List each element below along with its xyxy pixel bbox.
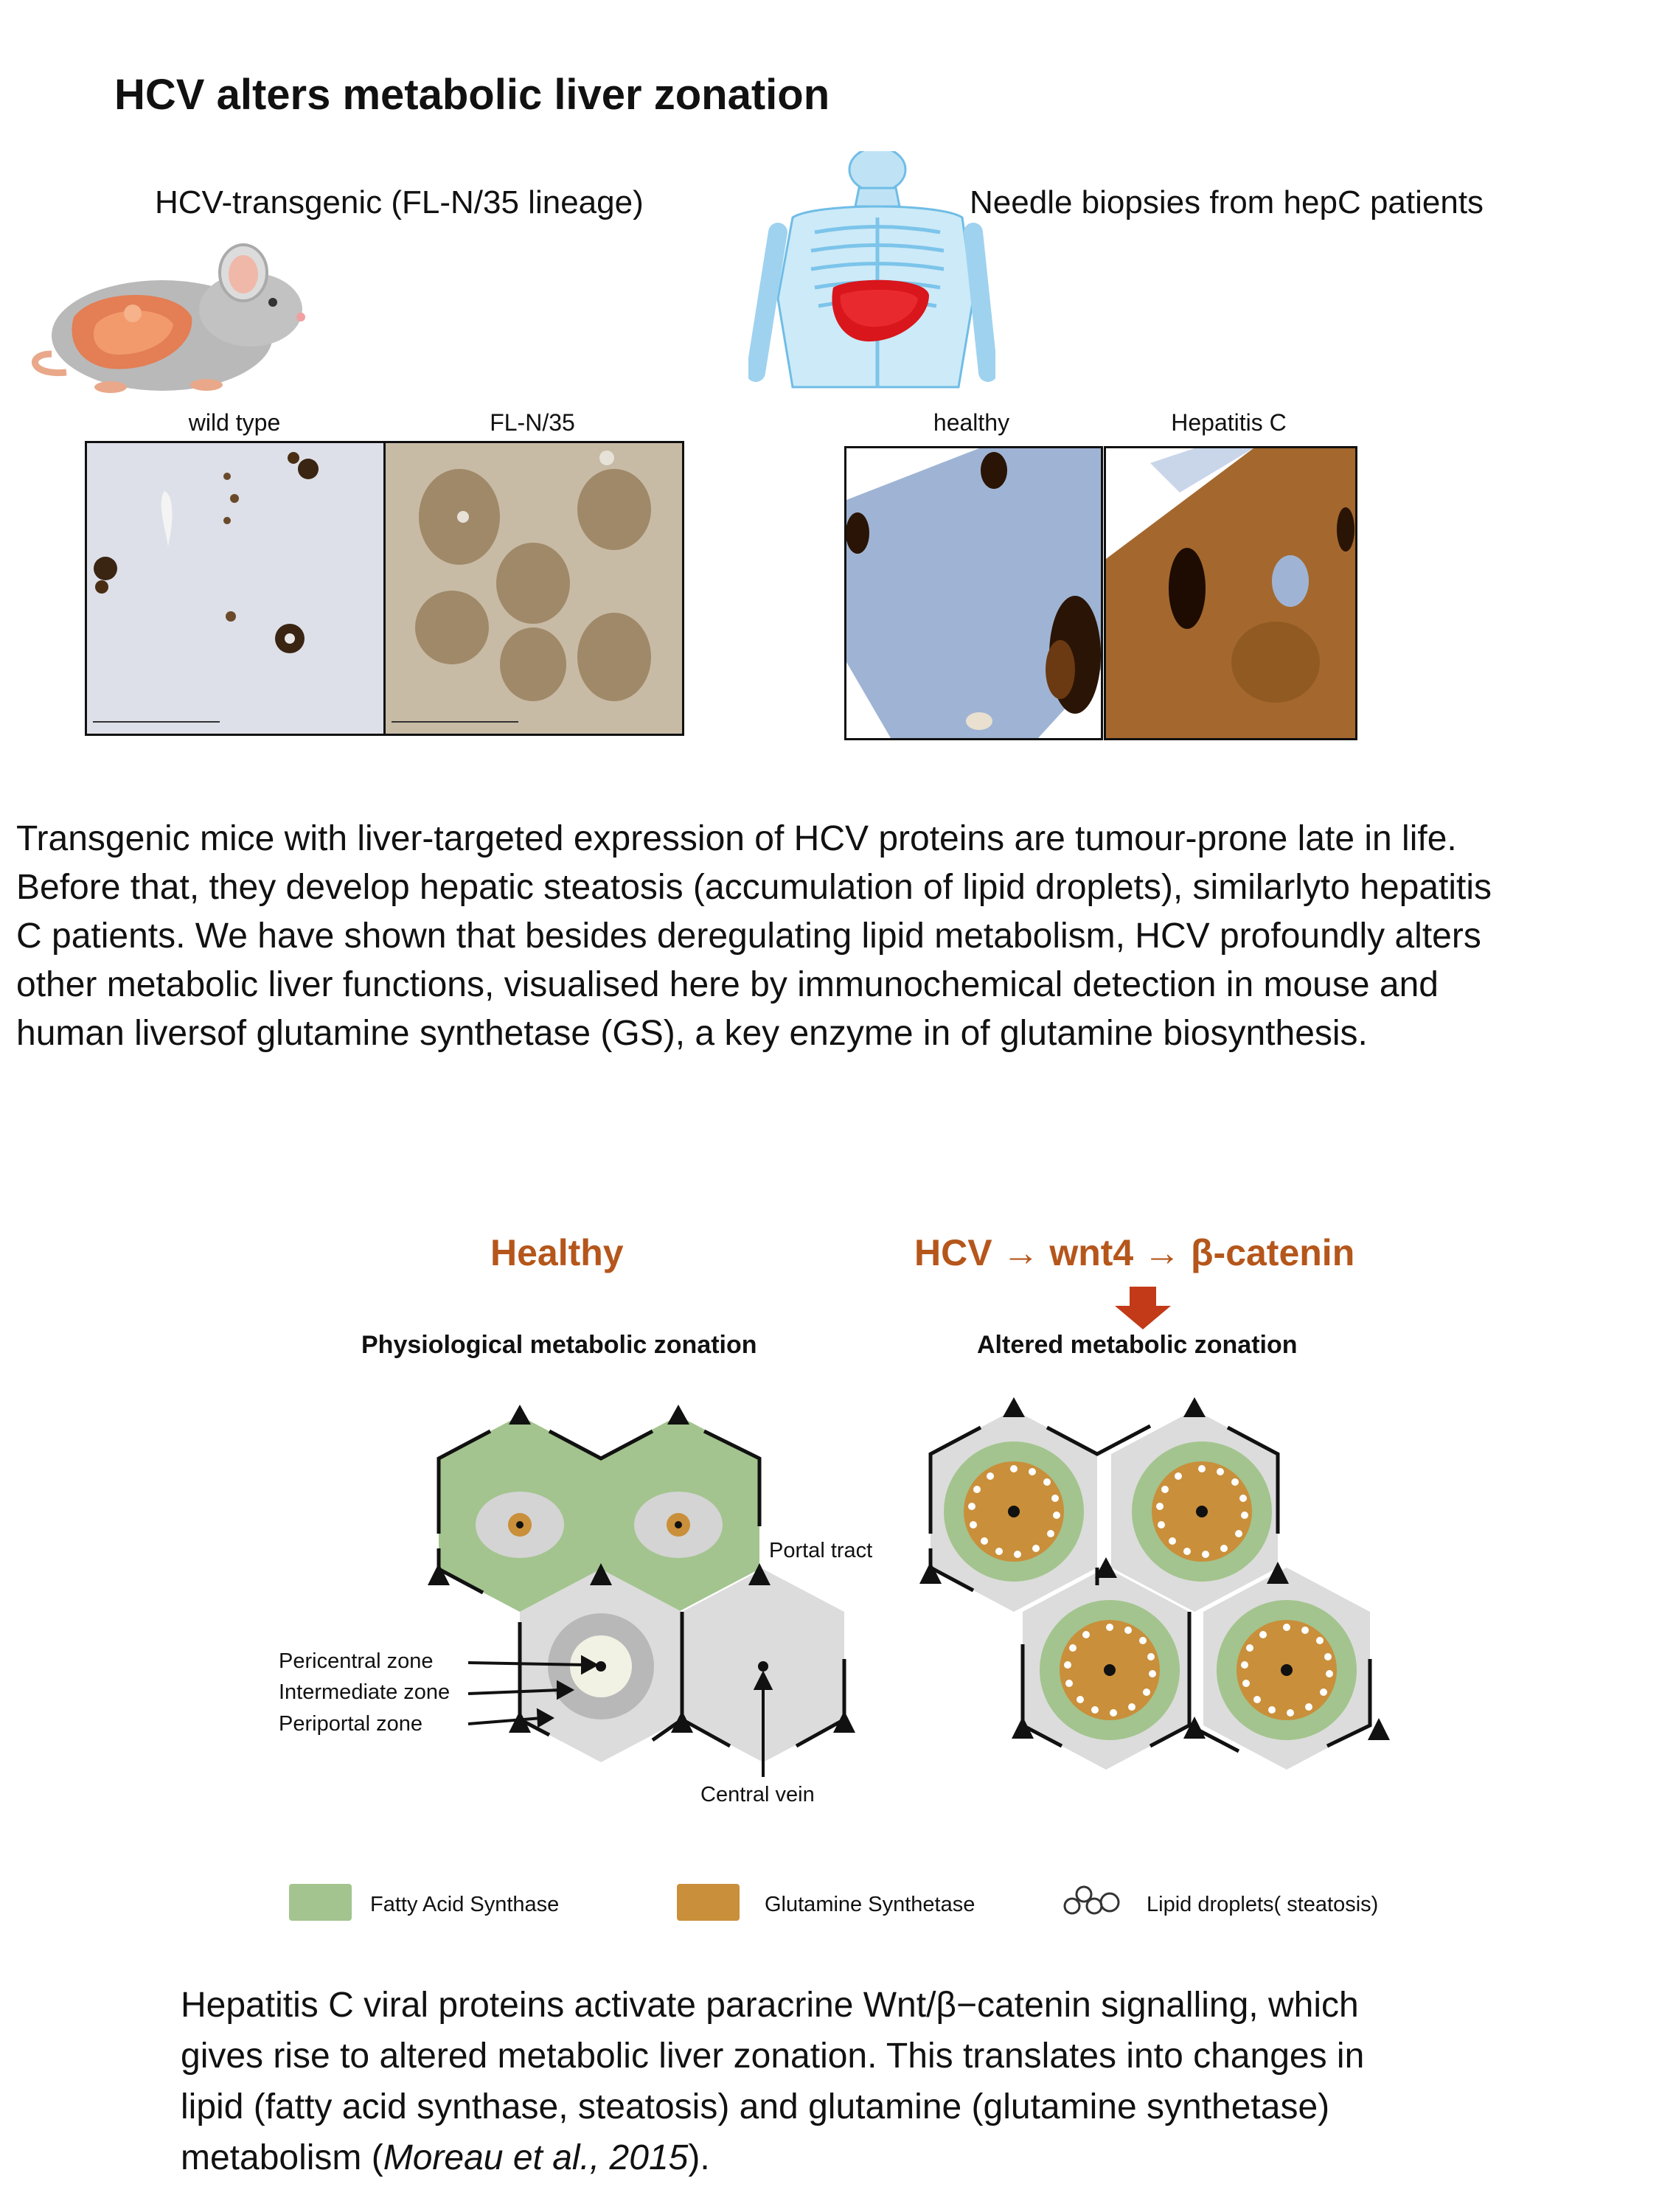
histology-healthy [844,446,1103,740]
histology-fl-n35 [383,441,684,736]
altered-lobules [919,1397,1390,1770]
lipid-droplets-icon [1063,1885,1120,1915]
human-caption: Needle biopsies from hepC patients [970,184,1484,220]
histology-hepatitis-c [1104,446,1357,740]
zonation-diagram [428,1397,1390,1777]
summary-paragraph: Hepatitis C viral proteins activate para… [181,1980,1364,2183]
panel-label-wild-type: wild type [188,409,281,436]
legend-label-glutamine-synthetase: Glutamine Synthetase [765,1893,975,1916]
paragraph-line: C patients. We have shown that besides d… [16,917,1481,956]
altered-zonation-subtitle: Altered metabolic zonation [977,1331,1298,1359]
intermediate-zone-label: Intermediate zone [279,1680,451,1704]
legend-swatch-glutamine-synthetase [677,1884,740,1921]
panel-label-healthy: healthy [933,409,1010,436]
paragraph-line: metabolism (Moreau et al., 2015). [181,2132,1364,2183]
hcv-pathway-title: HCV → wnt4 → β-catenin [914,1232,1355,1273]
paragraph-line: lipid (fatty acid synthase, steatosis) a… [181,2087,1330,2126]
citation: Moreau et al., 2015 [383,2138,689,2177]
down-arrow-icon [1115,1287,1171,1329]
legend-label-lipid-droplets: Lipid droplets( steatosis) [1147,1893,1379,1916]
paragraph-line: Hepatitis C viral proteins activate para… [181,1986,1359,2025]
intro-paragraph: Transgenic mice with liver-targeted expr… [16,815,1492,1058]
human-body-illustration [748,151,995,389]
page-title: HCV alters metabolic liver zonation [114,71,830,119]
paragraph-line: other metabolic liver functions, visuali… [16,965,1439,1004]
healthy-title: Healthy [490,1232,624,1273]
portal-tract-label: Portal tract [769,1539,873,1562]
paragraph-line: Transgenic mice with liver-targeted expr… [16,819,1457,858]
periportal-zone-label: Periportal zone [279,1712,423,1736]
paragraph-text: ). [688,2138,710,2177]
paragraph-line: human liversof glutamine synthetase (GS)… [16,1014,1368,1053]
pericentral-zone-label: Pericentral zone [279,1649,434,1673]
histology-wild-type [85,441,386,736]
legend-swatch-fatty-acid-synthase [289,1884,352,1921]
panel-label-fl-n35: FL-N/35 [490,409,575,436]
central-vein-label: Central vein [700,1783,815,1806]
mouse-illustration [32,243,305,393]
paragraph-text: metabolism ( [181,2138,383,2177]
panel-label-hepatitis-c: Hepatitis C [1171,409,1287,436]
mouse-caption: HCV-transgenic (FL-N/35 lineage) [155,184,644,220]
physiological-zonation-subtitle: Physiological metabolic zonation [361,1331,757,1359]
paragraph-line: Before that, they develop hepatic steato… [16,868,1492,907]
legend-label-fatty-acid-synthase: Fatty Acid Synthase [370,1893,560,1916]
paragraph-line: gives rise to altered metabolic liver zo… [181,2037,1365,2076]
